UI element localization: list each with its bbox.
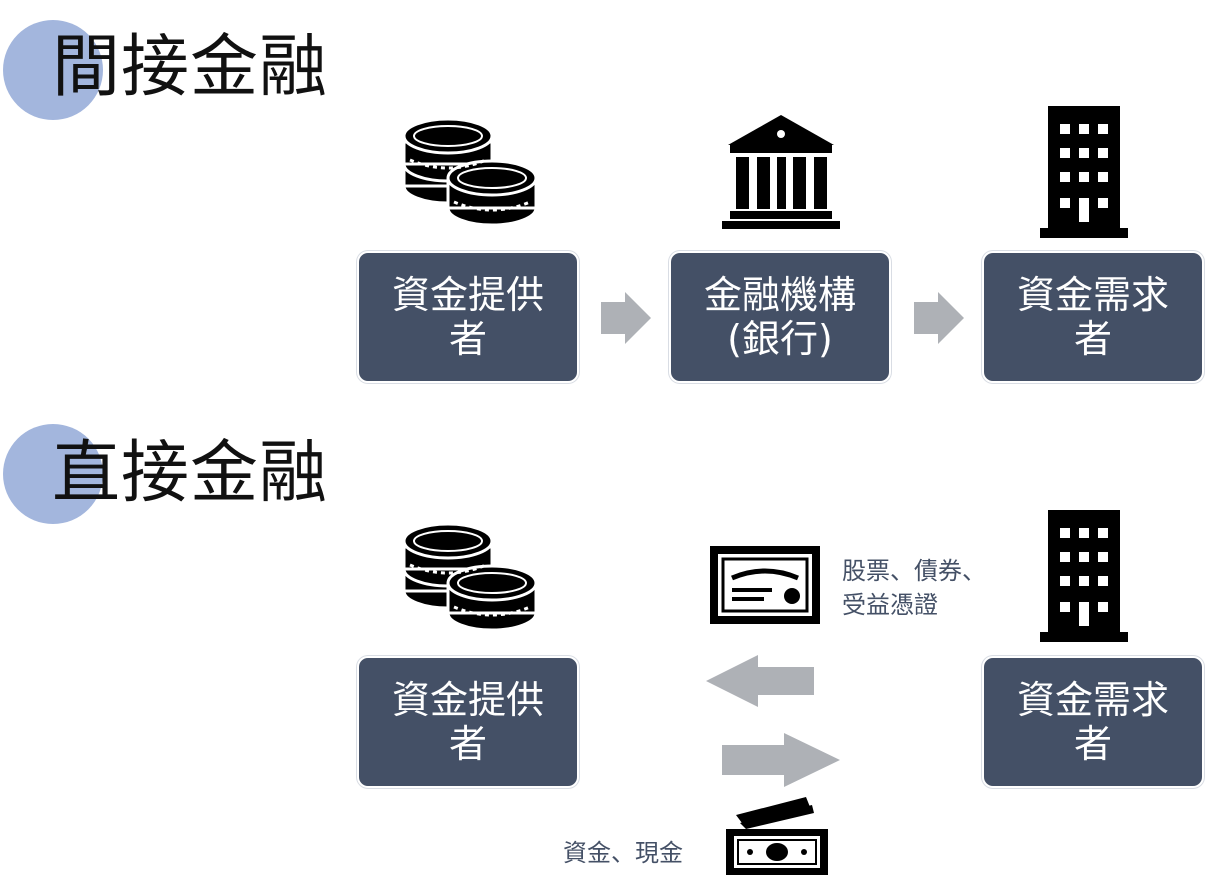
cash-icon bbox=[726, 797, 828, 875]
funds-note: 資金、現金 bbox=[563, 839, 683, 867]
arrow-right-icon bbox=[722, 733, 840, 787]
section-bullet-direct bbox=[3, 424, 103, 524]
certificate-icon bbox=[710, 546, 820, 624]
node-label-line2: 者 bbox=[448, 317, 487, 361]
node-fund-demander-direct: 資金需求 者 bbox=[982, 656, 1204, 788]
node-financial-institution: 金融機構 (銀行) bbox=[669, 251, 891, 383]
node-label-line2: 者 bbox=[1073, 317, 1112, 361]
node-fund-provider-direct: 資金提供 者 bbox=[357, 656, 579, 788]
node-label-line1: 資金需求 bbox=[1016, 678, 1169, 722]
arrow-right-icon bbox=[601, 292, 651, 344]
node-label-line1: 資金需求 bbox=[1016, 273, 1169, 317]
section-title-indirect: 間接金融 bbox=[52, 28, 329, 107]
coins-icon bbox=[402, 522, 538, 632]
node-fund-demander-indirect: 資金需求 者 bbox=[982, 251, 1204, 383]
node-label-line2: 者 bbox=[448, 722, 487, 766]
arrow-right-icon bbox=[914, 292, 964, 344]
office-building-icon bbox=[1040, 106, 1128, 238]
node-label-line2: (銀行) bbox=[727, 317, 833, 361]
bank-icon bbox=[722, 115, 840, 229]
securities-note-line1: 股票、債券、 bbox=[842, 557, 986, 585]
section-bullet-indirect bbox=[3, 20, 103, 120]
coins-icon bbox=[402, 117, 538, 227]
securities-note-line2: 受益憑證 bbox=[842, 591, 938, 619]
section-title-direct: 直接金融 bbox=[52, 434, 329, 513]
node-fund-provider-indirect: 資金提供 者 bbox=[357, 251, 579, 383]
office-building-icon bbox=[1040, 510, 1128, 642]
arrow-left-icon bbox=[706, 655, 814, 707]
node-label-line1: 資金提供 bbox=[391, 273, 544, 317]
node-label-line1: 金融機構 bbox=[703, 273, 856, 317]
node-label-line2: 者 bbox=[1073, 722, 1112, 766]
securities-note: 股票、債券、 受益憑證 bbox=[842, 554, 986, 622]
node-label-line1: 資金提供 bbox=[391, 678, 544, 722]
